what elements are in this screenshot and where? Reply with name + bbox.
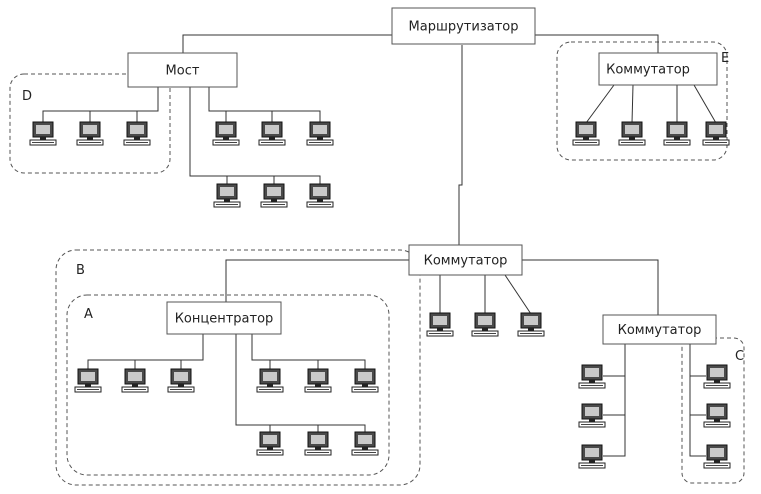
computer-icon bbox=[517, 312, 545, 337]
computer-icon bbox=[256, 368, 284, 393]
computer-icon bbox=[123, 121, 151, 146]
wire-hub-left-segment bbox=[87, 334, 204, 370]
switch-top-right: Коммутатор bbox=[598, 52, 718, 86]
computer-icon bbox=[212, 121, 240, 146]
wire-router-switch-e bbox=[535, 34, 659, 53]
zone-c-label: C bbox=[735, 349, 744, 364]
hub: Концентратор bbox=[166, 301, 282, 335]
zone-b-boundary bbox=[55, 249, 421, 486]
router: Маршрутизатор bbox=[391, 7, 536, 45]
computer-icon bbox=[167, 368, 195, 393]
wire-hub-right-segment bbox=[251, 334, 366, 370]
computer-icon bbox=[256, 431, 284, 456]
router-label: Маршрутизатор bbox=[409, 20, 519, 35]
computer-icon bbox=[304, 431, 332, 456]
bridge-label: Мост bbox=[166, 64, 200, 79]
wire-center-pc-3 bbox=[504, 274, 532, 315]
computer-icon bbox=[213, 183, 241, 208]
wire-switch-right-c-bus bbox=[689, 344, 706, 457]
computer-icon bbox=[306, 121, 334, 146]
wire-bridge-segment-d bbox=[42, 87, 159, 123]
wire-bridge-segment-2 bbox=[208, 87, 321, 123]
bridge: Мост bbox=[127, 52, 238, 88]
wire-e-pc-4 bbox=[693, 84, 717, 124]
zone-d-label: D bbox=[22, 89, 32, 104]
wire-center-to-switch-right bbox=[522, 259, 659, 315]
zone-e-boundary bbox=[556, 41, 728, 161]
computer-icon bbox=[306, 183, 334, 208]
zone-b-label: B bbox=[76, 263, 85, 278]
computer-icon bbox=[426, 312, 454, 337]
zone-d-boundary bbox=[9, 73, 171, 174]
zone-e-label: E bbox=[721, 51, 729, 66]
computer-icon bbox=[578, 364, 606, 389]
wire-e-pc-2 bbox=[631, 84, 634, 124]
computer-icon bbox=[74, 368, 102, 393]
computer-icon bbox=[351, 431, 379, 456]
computer-icon bbox=[703, 403, 731, 428]
computer-icon bbox=[572, 121, 600, 146]
computer-icon bbox=[663, 121, 691, 146]
computer-icon bbox=[578, 403, 606, 428]
computer-icon bbox=[351, 368, 379, 393]
wires bbox=[42, 34, 717, 457]
switch-right: Коммутатор bbox=[602, 314, 717, 345]
wire-hub-bottom-segment bbox=[235, 334, 366, 433]
computer-icon bbox=[260, 183, 288, 208]
switch-center: Коммутатор bbox=[408, 244, 523, 276]
computer-icon bbox=[258, 121, 286, 146]
wire-router-bridge bbox=[182, 34, 392, 53]
computer-icon bbox=[304, 368, 332, 393]
computer-icon bbox=[121, 368, 149, 393]
computer-icon bbox=[702, 121, 730, 146]
wire-e-pc-1 bbox=[585, 84, 615, 124]
switch-right-label: Коммутатор bbox=[618, 323, 702, 338]
computer-icon bbox=[703, 444, 731, 469]
computer-icon bbox=[618, 121, 646, 146]
computer-icon bbox=[29, 121, 57, 146]
wire-center-to-hub bbox=[225, 259, 409, 302]
wire-bridge-segment-3 bbox=[189, 87, 321, 185]
computer-icon bbox=[578, 444, 606, 469]
wire-switch-right-left-bus bbox=[603, 344, 626, 457]
computer-icon bbox=[471, 312, 499, 337]
zone-a-label: A bbox=[84, 307, 93, 322]
computer-icon bbox=[703, 364, 731, 389]
computer-icon bbox=[76, 121, 104, 146]
switch-top-right-label: Коммутатор bbox=[606, 63, 690, 78]
switch-center-label: Коммутатор bbox=[424, 254, 508, 269]
zone-a-boundary bbox=[66, 294, 390, 476]
wire-router-switch-center bbox=[458, 45, 463, 245]
hub-label: Концентратор bbox=[175, 312, 274, 327]
